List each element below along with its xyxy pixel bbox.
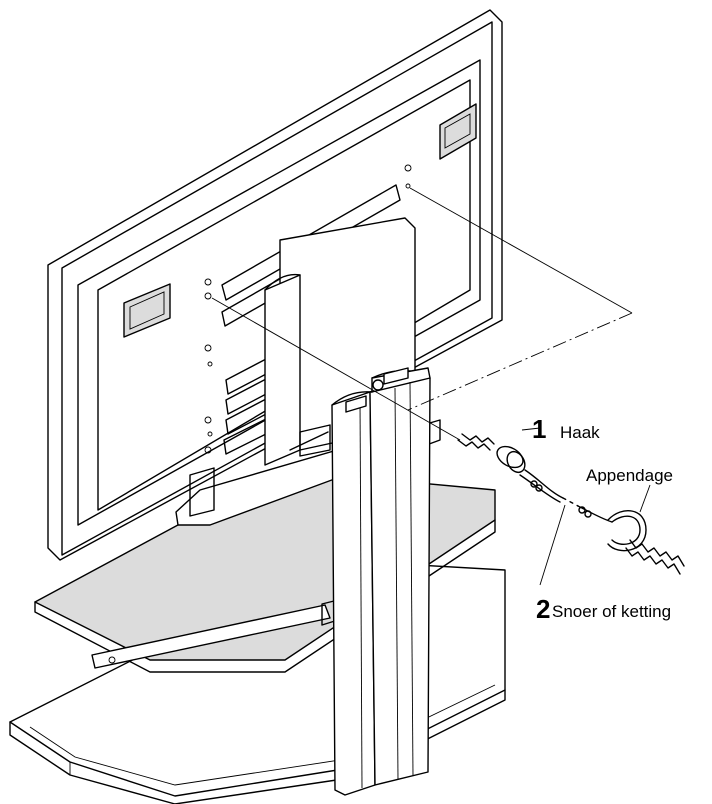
guide-lines — [211, 187, 633, 441]
hook-label: Haak — [560, 423, 600, 442]
hook-number: 1 — [532, 414, 547, 444]
attachment-label: Appendage — [586, 466, 673, 485]
shelf-support-bar — [91, 604, 331, 669]
mounting-holes — [204, 164, 412, 454]
attachment-part — [607, 484, 685, 575]
hook-part — [457, 427, 541, 474]
stand-column — [331, 367, 431, 796]
tie-point — [372, 379, 384, 391]
cord-label: Snoer of ketting — [552, 602, 672, 621]
cord — [519, 469, 613, 586]
left-handle-recess — [123, 283, 171, 338]
cord-number: 2 — [536, 594, 551, 624]
